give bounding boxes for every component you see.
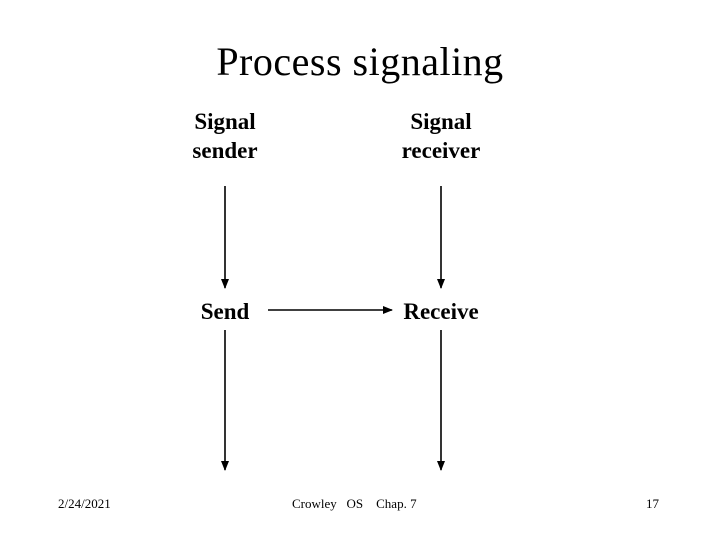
node-send: Send	[200, 299, 250, 324]
page-title: Process signaling	[216, 39, 504, 84]
node-signal-sender: Signal sender	[192, 109, 258, 163]
node-receive: Receive	[403, 299, 479, 324]
footer-date: 2/24/2021	[58, 496, 111, 511]
footer-center-text: Crowley OS Chap. 7	[292, 496, 417, 511]
footer-page-number: 17	[646, 496, 659, 511]
node-signal-receiver: Signal receiver	[401, 109, 481, 163]
